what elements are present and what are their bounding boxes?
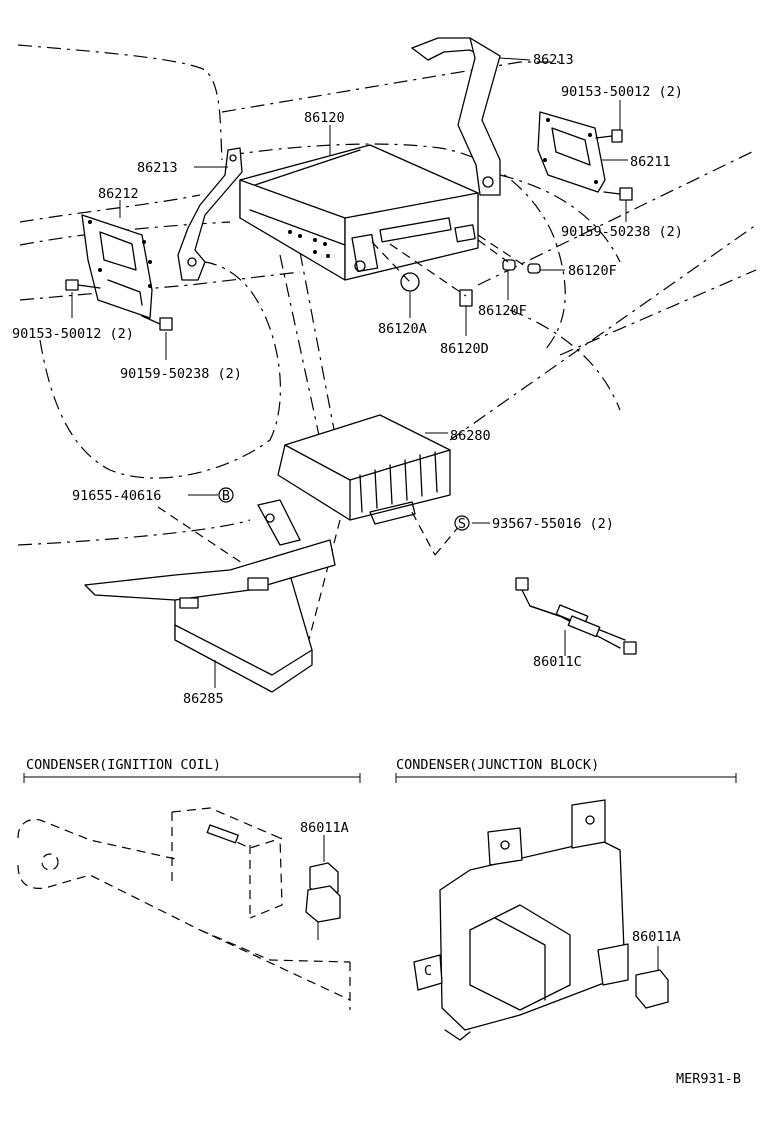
harness-86011c xyxy=(515,577,637,656)
label-86011c: 86011C xyxy=(533,654,582,670)
label-93567: 93567-55016 (2) xyxy=(492,516,614,532)
label-86011a-left: 86011A xyxy=(300,820,349,836)
label-90153-right: 90153-50012 (2) xyxy=(561,84,683,100)
vehicle-outline xyxy=(17,44,757,546)
label-86120: 86120 xyxy=(304,110,345,126)
label-86213-left: 86213 xyxy=(137,160,178,176)
svg-text:S: S xyxy=(458,516,466,532)
label-90159-left: 90159-50238 (2) xyxy=(120,366,242,382)
label-86211: 86211 xyxy=(630,154,671,170)
section-title-ignition: CONDENSER(IGNITION COIL) xyxy=(26,757,221,773)
svg-text:B: B xyxy=(222,488,230,504)
label-86120f-b: 86120F xyxy=(478,303,527,319)
bracket-86213-left xyxy=(177,147,243,281)
radio-86120 xyxy=(239,125,479,281)
bolt-90153-right xyxy=(595,100,623,143)
section-ignition-coil xyxy=(17,773,361,1010)
label-90153-left: 90153-50012 (2) xyxy=(12,326,134,342)
section-title-junction: CONDENSER(JUNCTION BLOCK) xyxy=(396,757,599,773)
label-86212: 86212 xyxy=(98,186,139,202)
label-91655: 91655-40616 xyxy=(72,488,161,504)
knob-86120f-a xyxy=(527,263,565,274)
bolt-90153-left xyxy=(65,279,101,318)
label-86120f-a: 86120F xyxy=(568,263,617,279)
label-86120d: 86120D xyxy=(440,341,489,357)
symbol-b: B xyxy=(218,487,234,504)
marker-c: C xyxy=(424,963,432,979)
knob-86120d xyxy=(459,289,473,336)
bolt-90159-right xyxy=(603,187,633,222)
bracket-86213-right xyxy=(411,37,531,196)
amplifier-86280 xyxy=(277,414,451,525)
footer-code: MER931-B xyxy=(676,1071,741,1087)
bracket-86285 xyxy=(84,499,336,693)
bolt-90159-left xyxy=(141,315,173,360)
plate-86212 xyxy=(81,200,153,319)
label-86280: 86280 xyxy=(450,428,491,444)
condenser-86011a-right xyxy=(635,946,669,1009)
label-86120a: 86120A xyxy=(378,321,427,337)
knob-86120f-b xyxy=(502,259,516,300)
label-86011a-right: 86011A xyxy=(632,929,681,945)
section-junction-block: C xyxy=(395,773,737,1041)
plate-86211 xyxy=(537,111,628,193)
label-90159-right: 90159-50238 (2) xyxy=(561,224,683,240)
condenser-86011a-left xyxy=(305,835,341,940)
label-86285: 86285 xyxy=(183,691,224,707)
knob-86120a xyxy=(400,272,420,318)
label-86213-top: 86213 xyxy=(533,52,574,68)
symbol-s: S xyxy=(454,515,470,532)
